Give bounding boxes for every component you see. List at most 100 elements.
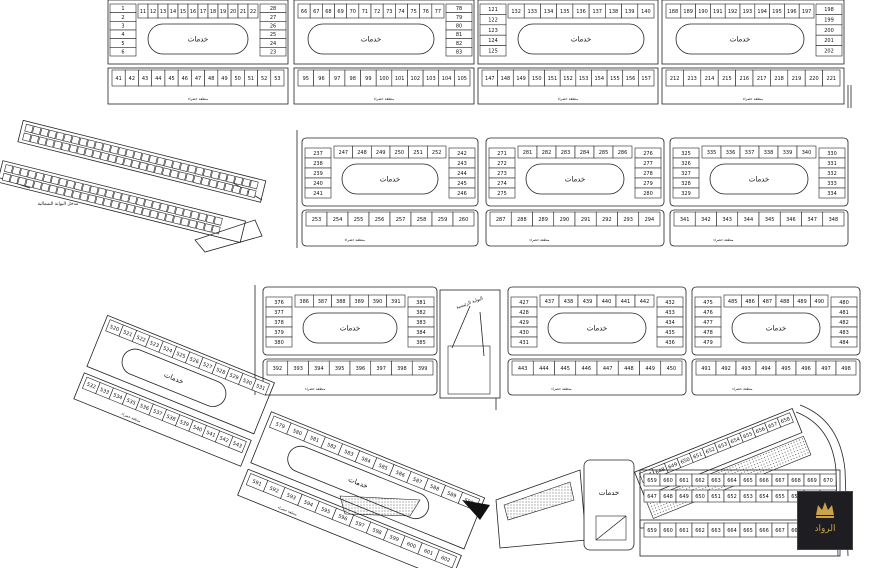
plot-number: 377 bbox=[274, 310, 284, 316]
plot-number: 100 bbox=[379, 76, 389, 82]
logo-text: الرواد bbox=[814, 524, 836, 534]
plot-number: 41 bbox=[115, 76, 121, 82]
overview-plot bbox=[174, 206, 184, 216]
plot-number: 275 bbox=[497, 191, 507, 197]
plot-number: 659 bbox=[647, 478, 657, 484]
overview-plot bbox=[17, 176, 27, 187]
plot-number: 244 bbox=[457, 171, 467, 177]
plot-number: 531 bbox=[255, 383, 266, 392]
plot-number: 190 bbox=[698, 9, 708, 15]
plot bbox=[452, 211, 475, 227]
plot bbox=[448, 187, 476, 199]
plot-number: 96 bbox=[318, 76, 324, 82]
plot bbox=[109, 47, 137, 57]
plot-number: 599 bbox=[388, 534, 399, 543]
overview-plot bbox=[42, 173, 53, 184]
overview-plot bbox=[213, 216, 223, 226]
overview-plot bbox=[102, 198, 112, 208]
plot-number: 15 bbox=[180, 9, 186, 15]
plot-number: 45 bbox=[168, 76, 174, 82]
plot-number: 201 bbox=[824, 38, 834, 44]
plot bbox=[304, 187, 332, 199]
plot-number: 666 bbox=[759, 478, 769, 484]
overview-plot bbox=[141, 207, 151, 217]
plot-number: 241 bbox=[313, 191, 323, 197]
overview-plot bbox=[73, 181, 84, 191]
plot-number: 336 bbox=[726, 150, 736, 156]
overview-plot bbox=[205, 214, 216, 224]
plot-number: 155 bbox=[610, 76, 620, 82]
overview-plot bbox=[117, 147, 127, 157]
plot-number: 240 bbox=[313, 181, 323, 187]
plot-number: 584 bbox=[360, 456, 371, 465]
plot-number: 648 bbox=[663, 494, 673, 500]
green-area-label: منطقة خضراء bbox=[305, 387, 325, 391]
plot-number: 339 bbox=[783, 150, 793, 156]
plot bbox=[251, 378, 271, 396]
overview-plot bbox=[125, 149, 135, 159]
plot-number: 81 bbox=[456, 32, 462, 38]
plot-number: 392 bbox=[273, 366, 283, 372]
plot-number: 523 bbox=[149, 340, 160, 349]
block-outline bbox=[301, 209, 479, 247]
overview-plot bbox=[32, 125, 42, 136]
plot-number: 191 bbox=[713, 9, 723, 15]
plot-number: 102 bbox=[410, 76, 420, 82]
plot-number: 238 bbox=[313, 161, 323, 167]
overview-plot bbox=[53, 140, 63, 150]
plot-number: 73 bbox=[386, 9, 392, 15]
plot-number: 436 bbox=[665, 340, 675, 346]
block-outline bbox=[485, 209, 665, 247]
plot-number: 481 bbox=[839, 310, 849, 316]
overview-plot bbox=[226, 174, 236, 184]
plot-number: 274 bbox=[497, 181, 507, 187]
plot-number: 580 bbox=[292, 428, 303, 437]
plot-number: 382 bbox=[416, 310, 426, 316]
plot-number: 24 bbox=[270, 41, 276, 47]
block-outline bbox=[669, 209, 849, 247]
gate-path bbox=[479, 311, 485, 357]
plot-number: 529 bbox=[228, 372, 239, 381]
plot-number: 399 bbox=[418, 366, 428, 372]
plot-number: 437 bbox=[545, 299, 555, 305]
overview-plot bbox=[192, 175, 203, 185]
plot-number: 450 bbox=[667, 366, 677, 372]
plot-number: 496 bbox=[801, 366, 811, 372]
overview-plot bbox=[128, 195, 138, 205]
plot-number: 655 bbox=[742, 431, 753, 440]
plot-number: 379 bbox=[274, 330, 284, 336]
plot-number: 66 bbox=[301, 9, 307, 15]
plot-number: 189 bbox=[683, 9, 693, 15]
plot-number: 652 bbox=[727, 494, 737, 500]
plot-number: 386 bbox=[299, 299, 309, 305]
plot bbox=[259, 47, 287, 57]
plot-number: 586 bbox=[395, 470, 406, 479]
overview-plot bbox=[3, 164, 14, 174]
plot-number: 397 bbox=[376, 366, 386, 372]
plot-number: 157 bbox=[641, 76, 651, 82]
overview-plot bbox=[161, 167, 172, 177]
overview-plot bbox=[231, 184, 241, 195]
plot-number: 53 bbox=[274, 76, 280, 82]
overview-plot bbox=[50, 175, 60, 186]
overview-plot bbox=[84, 148, 94, 158]
plot-number: 664 bbox=[727, 528, 737, 534]
overview-plot bbox=[45, 138, 55, 148]
services-area bbox=[675, 23, 805, 55]
curved-road bbox=[799, 404, 849, 557]
overview-plot bbox=[203, 223, 213, 233]
plot bbox=[822, 211, 845, 227]
green-area-label: منطقة خضراء bbox=[558, 97, 578, 101]
plot-number: 650 bbox=[680, 457, 691, 466]
plot-number: 217 bbox=[757, 76, 767, 82]
plot-number: 446 bbox=[582, 366, 592, 372]
plot-number: 602 bbox=[440, 555, 451, 564]
overview-plot bbox=[164, 213, 175, 223]
plot-number: 101 bbox=[395, 76, 405, 82]
plot-number: 486 bbox=[745, 299, 755, 305]
plot-number: 198 bbox=[824, 7, 834, 13]
plot-number: 69 bbox=[337, 9, 343, 15]
overview-plot bbox=[138, 161, 148, 171]
